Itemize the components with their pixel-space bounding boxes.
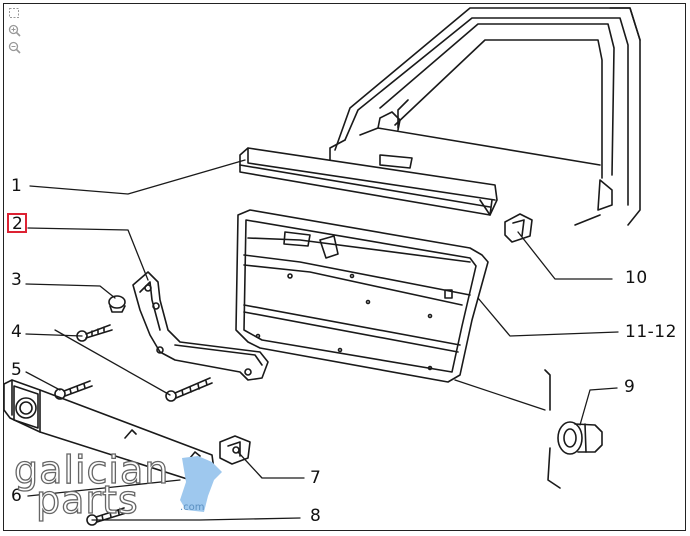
watermark-galician: galician xyxy=(13,447,170,492)
callout-4[interactable]: 4 xyxy=(11,322,23,342)
part-1-beltline-strip xyxy=(239,147,498,216)
part-10-clip xyxy=(504,213,533,243)
callout-8[interactable]: 8 xyxy=(310,506,322,526)
watermark-com: .com xyxy=(180,502,205,513)
watermark-parts: parts xyxy=(35,477,139,522)
callout-5[interactable]: 5 xyxy=(11,360,23,380)
section-bracket-lower xyxy=(547,447,561,489)
callout-7[interactable]: 7 xyxy=(310,468,322,488)
section-bracket xyxy=(544,369,551,411)
zoom-in-icon[interactable] xyxy=(7,23,21,37)
callout-10[interactable]: 10 xyxy=(625,268,648,288)
leader-lines xyxy=(25,159,619,521)
door-frame xyxy=(329,7,641,226)
callout-9[interactable]: 9 xyxy=(624,377,636,397)
part-9-push-clip xyxy=(557,421,603,455)
zoom-out-icon[interactable] xyxy=(7,40,21,54)
part-3-plug xyxy=(108,295,126,313)
part-11-12-door-panel xyxy=(235,209,489,383)
part-2-armrest xyxy=(132,271,269,381)
part-7-clip xyxy=(219,435,251,465)
callout-3[interactable]: 3 xyxy=(11,270,23,290)
callout-11-12[interactable]: 11-12 xyxy=(625,322,677,342)
callout-2[interactable]: 2 xyxy=(12,214,24,234)
watermark-blue-shape xyxy=(180,456,222,512)
diagram-frame xyxy=(3,3,686,531)
callout-6[interactable]: 6 xyxy=(11,486,23,506)
part-5-screw xyxy=(54,380,93,400)
callout-1[interactable]: 1 xyxy=(11,176,23,196)
fit-screen-icon[interactable] xyxy=(7,6,21,20)
callout-2-highlight xyxy=(7,213,27,233)
